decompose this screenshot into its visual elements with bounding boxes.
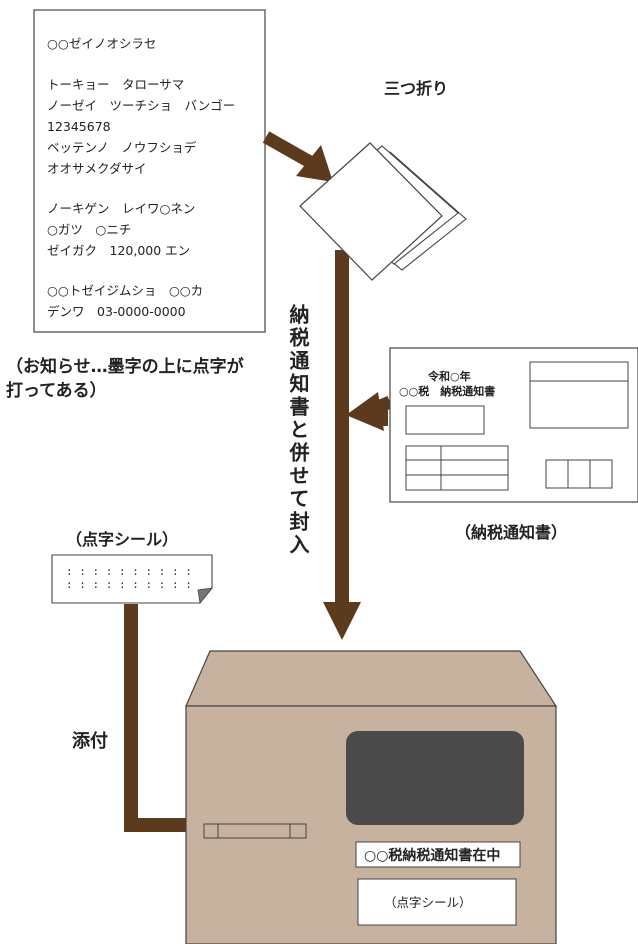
enclose-arrow <box>323 250 361 640</box>
enclose-label-text: 納税通知書と併せて封入 <box>286 303 310 557</box>
tax-notice-form: 令和○年 ○○税 納税通知書 <box>389 347 638 503</box>
notice-line: デンワ 03-0000-0000 <box>47 304 186 319</box>
envelope-stamp: ○○税納税通知書在中 <box>364 847 500 864</box>
form-caption: （納税通知書） <box>455 523 567 542</box>
form-year: 令和○年 <box>427 369 471 383</box>
notice-line: トーキョー タローサマ <box>47 77 184 92</box>
fold-label: 三つ折り <box>384 79 448 98</box>
enclose-label: 納税通知書と併せて封入 <box>286 303 310 557</box>
attach-label: 添付 <box>72 730 108 752</box>
notice-line: ノーゼイ ツーチショ バンゴー <box>47 98 235 113</box>
notice-line: ○○トゼイジムショ ○○カ <box>47 283 203 298</box>
notice-line: ゼイガク 120,000 エン <box>47 243 190 258</box>
fold-arrow <box>262 131 333 182</box>
notice-document: ○○ゼイノオシラセ トーキョー タローサマ ノーゼイ ツーチショ バンゴー 12… <box>33 9 266 333</box>
notice-caption: （お知らせ…墨字の上に点字が <box>6 356 244 377</box>
braille-dots: : : : : : : : : : : <box>66 578 192 591</box>
notice-line: オオサメクダサイ <box>47 161 147 176</box>
braille-sticker: : : : : : : : : : : : : : : : : : : : : <box>51 554 213 604</box>
folded-paper <box>299 142 467 281</box>
envelope-sticker-label: （点字シール） <box>384 895 472 910</box>
form-arrow <box>346 392 393 431</box>
braille-dots: : : : : : : : : : : <box>66 565 192 578</box>
notice-line: ノーキゲン レイワ○ネン <box>47 201 195 216</box>
sticker-caption: （点字シール） <box>66 530 178 549</box>
form-title: ○○税 納税通知書 <box>399 384 495 398</box>
notice-caption: 打ってある） <box>6 380 107 401</box>
notice-line: ○○ゼイノオシラセ <box>47 36 156 51</box>
notice-line: ○ガツ ○ニチ <box>47 222 131 237</box>
envelope: ○○税納税通知書在中 （点字シール） <box>185 650 558 944</box>
notice-line: ベッテンノ ノウフショデ <box>47 140 197 155</box>
notice-line: 12345678 <box>47 119 111 134</box>
